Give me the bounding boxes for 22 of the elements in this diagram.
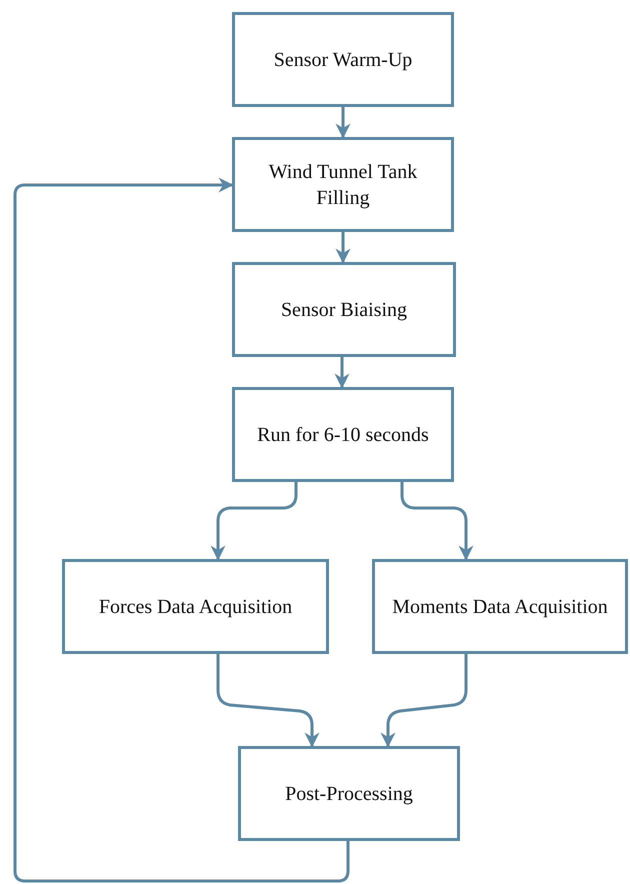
arrow	[336, 107, 350, 138]
process-box	[232, 262, 456, 357]
arrow	[380, 654, 468, 748]
process-box	[232, 387, 454, 482]
arrow	[334, 357, 350, 388]
step-label: Sensor Biaising	[280, 298, 408, 322]
arrow	[14, 178, 350, 882]
step-label: Forces Data Acquisition	[98, 594, 292, 620]
arrow	[400, 482, 474, 560]
arrow	[336, 232, 350, 264]
step-label: Wind Tunnel Tank Filling	[268, 160, 418, 210]
step-label: Sensor Warm-Up	[274, 48, 412, 72]
arrow	[210, 482, 298, 560]
process-box	[232, 12, 454, 107]
process-box	[232, 137, 454, 232]
arrow	[216, 654, 320, 748]
step-label: Moments Data Acquisition	[392, 594, 608, 620]
process-box	[238, 746, 460, 841]
process-box	[372, 559, 628, 654]
step-label: Post-Processing	[285, 782, 413, 806]
process-box	[62, 559, 329, 654]
step-label: Run for 6-10 seconds	[257, 422, 429, 448]
